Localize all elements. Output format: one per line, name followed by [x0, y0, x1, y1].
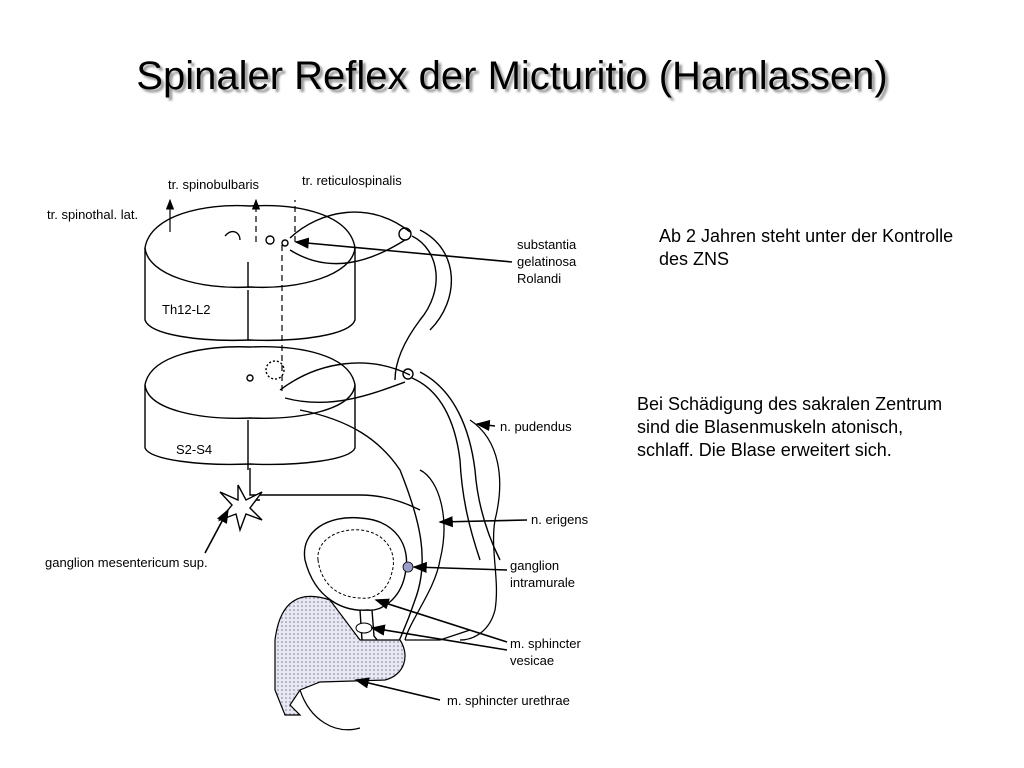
spinal-segment-upper: [144, 204, 356, 342]
label-substantia-2: gelatinosa: [517, 254, 577, 269]
spinal-tracts: [165, 198, 296, 395]
arrow-m-sphincter-urethrae: [354, 677, 441, 701]
spinal-segment-lower: [144, 346, 356, 470]
bladder: [303, 516, 414, 651]
slide-title: Spinaler Reflex der Micturitio (Harnlass…: [136, 54, 888, 98]
note-sakral: Bei Schädigung des sakralen Zentrum sind…: [637, 394, 943, 460]
pelvic-floor: [274, 595, 406, 731]
arrow-m-sphincter-vesicae-2: [370, 624, 508, 651]
label-tr-spinobulbaris: tr. spinobulbaris: [168, 177, 260, 192]
label-segment-upper: Th12-L2: [162, 302, 210, 317]
arrow-ganglion-intramurale: [412, 561, 508, 574]
label-tr-reticulospinalis: tr. reticulospinalis: [302, 173, 402, 188]
label-n-erigens: n. erigens: [531, 512, 589, 527]
label-substantia-3: Rolandi: [517, 271, 561, 286]
leader-arrows: [204, 237, 528, 701]
nerve-fibers: [217, 211, 501, 661]
label-ganglion-intramurale-2: intramurale: [510, 575, 575, 590]
label-m-sphincter-vesicae-2: vesicae: [510, 653, 554, 668]
label-substantia-1: substantia: [517, 237, 577, 252]
label-tr-spinothal-lat: tr. spinothal. lat.: [47, 207, 138, 222]
arrow-m-sphincter-vesicae: [374, 598, 508, 643]
note-zns: Ab 2 Jahren steht unter der Kontrolle de…: [659, 226, 954, 269]
label-m-sphincter-vesicae-1: m. sphincter: [510, 636, 581, 651]
body-outline: [404, 419, 501, 641]
arrow-n-pudendus: [475, 419, 496, 431]
label-segment-lower: S2-S4: [176, 442, 212, 457]
arrow-substantia: [294, 237, 513, 263]
arrow-n-erigens: [438, 516, 528, 528]
label-m-sphincter-urethrae: m. sphincter urethrae: [447, 693, 570, 708]
label-n-pudendus: n. pudendus: [500, 419, 572, 434]
label-ganglion-intramurale-1: ganglion: [510, 558, 559, 573]
arrow-ganglion-mesentericum: [204, 508, 229, 554]
diagram-labels: tr. spinobulbaris tr. reticulospinalis t…: [45, 173, 589, 708]
label-ganglion-mesentericum: ganglion mesentericum sup.: [45, 555, 208, 570]
